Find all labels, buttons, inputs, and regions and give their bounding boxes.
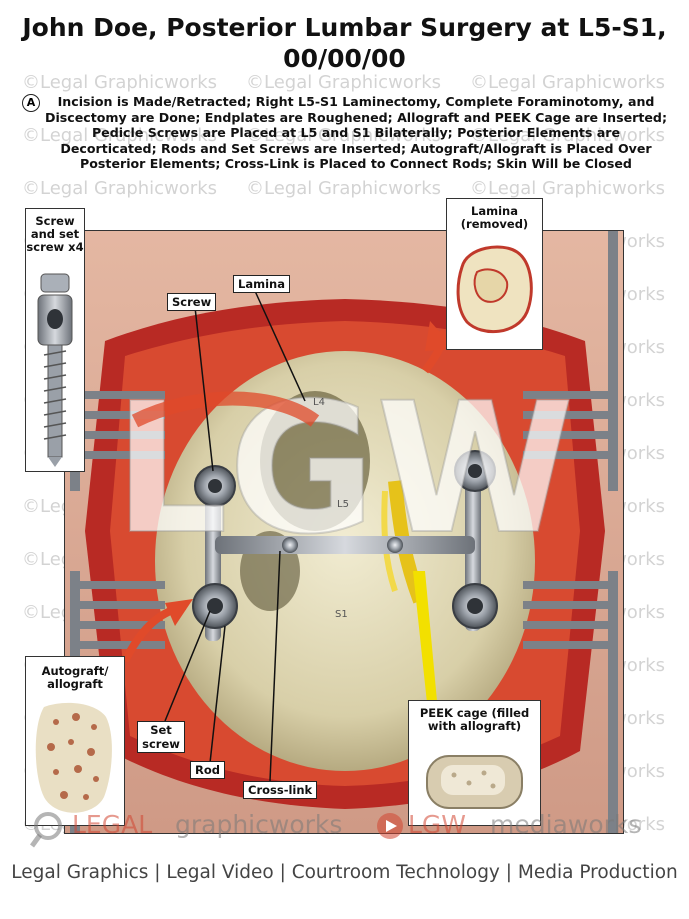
play-icon <box>376 812 404 840</box>
footer-brand-lgw: LGW <box>408 810 467 839</box>
screw-illustration <box>37 273 73 467</box>
watermark-text: ©Legal Graphicworks <box>246 178 442 199</box>
laminectomy-window <box>260 391 370 531</box>
pedicle-screw-s1-right <box>452 583 498 629</box>
inset-screw: Screw and set screw x4 <box>25 208 85 472</box>
label-set-screw: Set screw <box>137 721 185 753</box>
description-marker: A <box>22 94 40 112</box>
lgw-logo-watermark: LGW <box>114 365 575 574</box>
inset-peek-cage: PEEK cage (filled with allograft) <box>408 700 541 826</box>
inset-autograft: Autograft/ allograft <box>25 656 125 826</box>
autograft-illustration <box>35 702 112 813</box>
page-title: John Doe, Posterior Lumbar Surgery at L5… <box>22 13 667 73</box>
inset-autograft-label: Autograft/ allograft <box>41 664 109 691</box>
label-screw: Screw <box>167 293 217 311</box>
footer-brand-mediaworks: mediaworks <box>490 810 642 839</box>
watermark-text: ©Legal Graphicworks <box>22 72 218 93</box>
pedicle-screw-s1-left <box>192 583 238 629</box>
arrow-autograft-upper <box>131 391 320 428</box>
watermark-text: ©Legal Graphicworks <box>246 72 442 93</box>
label-cross-link: Cross-link <box>243 781 318 799</box>
inset-lamina: Lamina (removed) <box>446 198 543 350</box>
pedicle-screw-l5-right <box>454 450 496 492</box>
footer-brand-graphicworks: graphicworks <box>175 810 343 839</box>
inset-peek-label: PEEK cage (filled with allograft) <box>419 706 530 733</box>
inset-screw-label: Screw and set screw x4 <box>26 214 84 254</box>
label-lamina: Lamina <box>233 275 290 293</box>
peek-cage-illustration <box>426 755 523 809</box>
retractor-right <box>523 231 618 833</box>
cross-link <box>215 536 475 554</box>
watermark-text: ©Legal Graphicworks <box>22 178 218 199</box>
level-label-s1: S1 <box>335 609 348 620</box>
footer-brand-legal: LEGAL <box>72 810 153 839</box>
magnifier-icon <box>29 810 66 848</box>
level-label-l5: L5 <box>337 499 349 510</box>
watermark-text: ©Legal Graphicworks <box>470 178 666 199</box>
vertebral-bone <box>155 351 535 771</box>
lamina-illustration <box>456 245 533 334</box>
procedure-description: Incision is Made/Retracted; Right L5-S1 … <box>45 94 667 172</box>
footer-tagline: Legal Graphics | Legal Video | Courtroom… <box>11 862 678 883</box>
level-label-l4: L4 <box>313 397 325 408</box>
watermark-text: ©Legal Graphicworks <box>470 72 666 93</box>
peek-cage-pointer <box>413 571 437 703</box>
pedicle-screw-l5-left <box>194 465 236 507</box>
label-rod: Rod <box>190 761 225 779</box>
inset-lamina-label: Lamina (removed) <box>460 204 529 231</box>
